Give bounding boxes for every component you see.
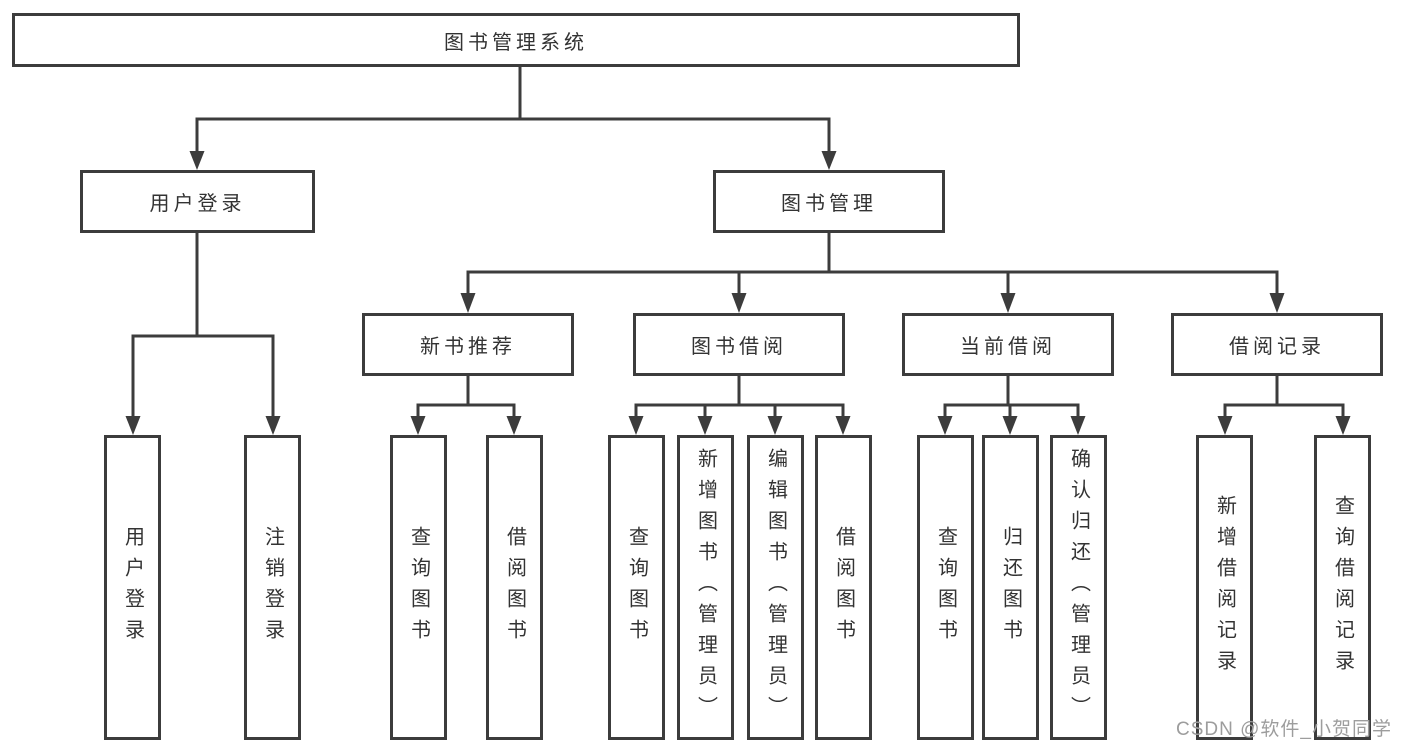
leaf-query-borrow-record: 查询借阅记录: [1314, 435, 1371, 740]
leaf-add-borrow-record-label: 新增借阅记录: [1213, 494, 1236, 681]
leaf-edit-books-admin-label: 编辑图书（管理员）: [764, 448, 787, 727]
leaf-borrow-books-recommend: 借阅图书: [486, 435, 543, 740]
leaf-add-books-admin: 新增图书（管理员）: [677, 435, 734, 740]
leaf-user-login-label: 用户登录: [121, 525, 144, 650]
leaf-query-books-recommend: 查询图书: [390, 435, 447, 740]
connector-records-to-leaves: [1217, 375, 1351, 435]
node-book-mgmt-branch-label: 图书管理: [781, 193, 877, 215]
leaf-confirm-return-admin: 确认归还（管理员）: [1050, 435, 1107, 740]
node-user-login-branch: 用户登录: [80, 170, 315, 233]
node-new-book-recommend-label: 新书推荐: [420, 336, 516, 358]
leaf-user-login: 用户登录: [104, 435, 161, 740]
leaf-query-books-borrow: 查询图书: [608, 435, 665, 740]
leaf-borrow-books-recommend-label: 借阅图书: [503, 525, 526, 650]
node-library-system: 图书管理系统: [12, 13, 1020, 67]
node-current-borrow-label: 当前借阅: [960, 336, 1056, 358]
leaf-return-books-label: 归还图书: [999, 525, 1022, 650]
leaf-borrow-books: 借阅图书: [815, 435, 872, 740]
leaf-add-books-admin-label: 新增图书（管理员）: [694, 448, 717, 727]
leaf-add-borrow-record: 新增借阅记录: [1196, 435, 1253, 740]
connector-borrow-to-leaves: [628, 375, 851, 435]
node-user-login-branch-label: 用户登录: [149, 193, 246, 215]
leaf-query-books-current: 查询图书: [917, 435, 974, 740]
leaf-logout: 注销登录: [244, 435, 301, 740]
leaf-query-books-recommend-label: 查询图书: [407, 525, 430, 650]
leaf-confirm-return-admin-label: 确认归还（管理员）: [1067, 448, 1090, 727]
node-book-borrow-label: 图书借阅: [691, 336, 787, 358]
node-current-borrow: 当前借阅: [902, 313, 1114, 376]
node-library-system-label: 图书管理系统: [444, 31, 588, 54]
leaf-borrow-books-label: 借阅图书: [832, 525, 855, 650]
leaf-return-books: 归还图书: [982, 435, 1039, 740]
watermark: CSDN @软件_小贺同学: [1176, 719, 1392, 740]
connector-recommend-to-leaves: [410, 375, 522, 435]
node-new-book-recommend: 新书推荐: [362, 313, 574, 376]
leaf-query-books-borrow-label: 查询图书: [625, 525, 648, 650]
connector-current-to-leaves: [937, 375, 1086, 435]
connector-root-to-level2: [189, 67, 837, 170]
leaf-edit-books-admin: 编辑图书（管理员）: [747, 435, 804, 740]
node-borrow-records: 借阅记录: [1171, 313, 1383, 376]
node-book-borrow: 图书借阅: [633, 313, 845, 376]
connector-user-login-to-leaves: [125, 233, 281, 435]
leaf-logout-label: 注销登录: [261, 525, 284, 650]
leaf-query-borrow-record-label: 查询借阅记录: [1331, 494, 1354, 681]
connector-book-mgmt-to-level3: [460, 233, 1285, 313]
node-borrow-records-label: 借阅记录: [1229, 336, 1325, 358]
leaf-query-books-current-label: 查询图书: [934, 525, 957, 650]
node-book-mgmt-branch: 图书管理: [713, 170, 945, 233]
